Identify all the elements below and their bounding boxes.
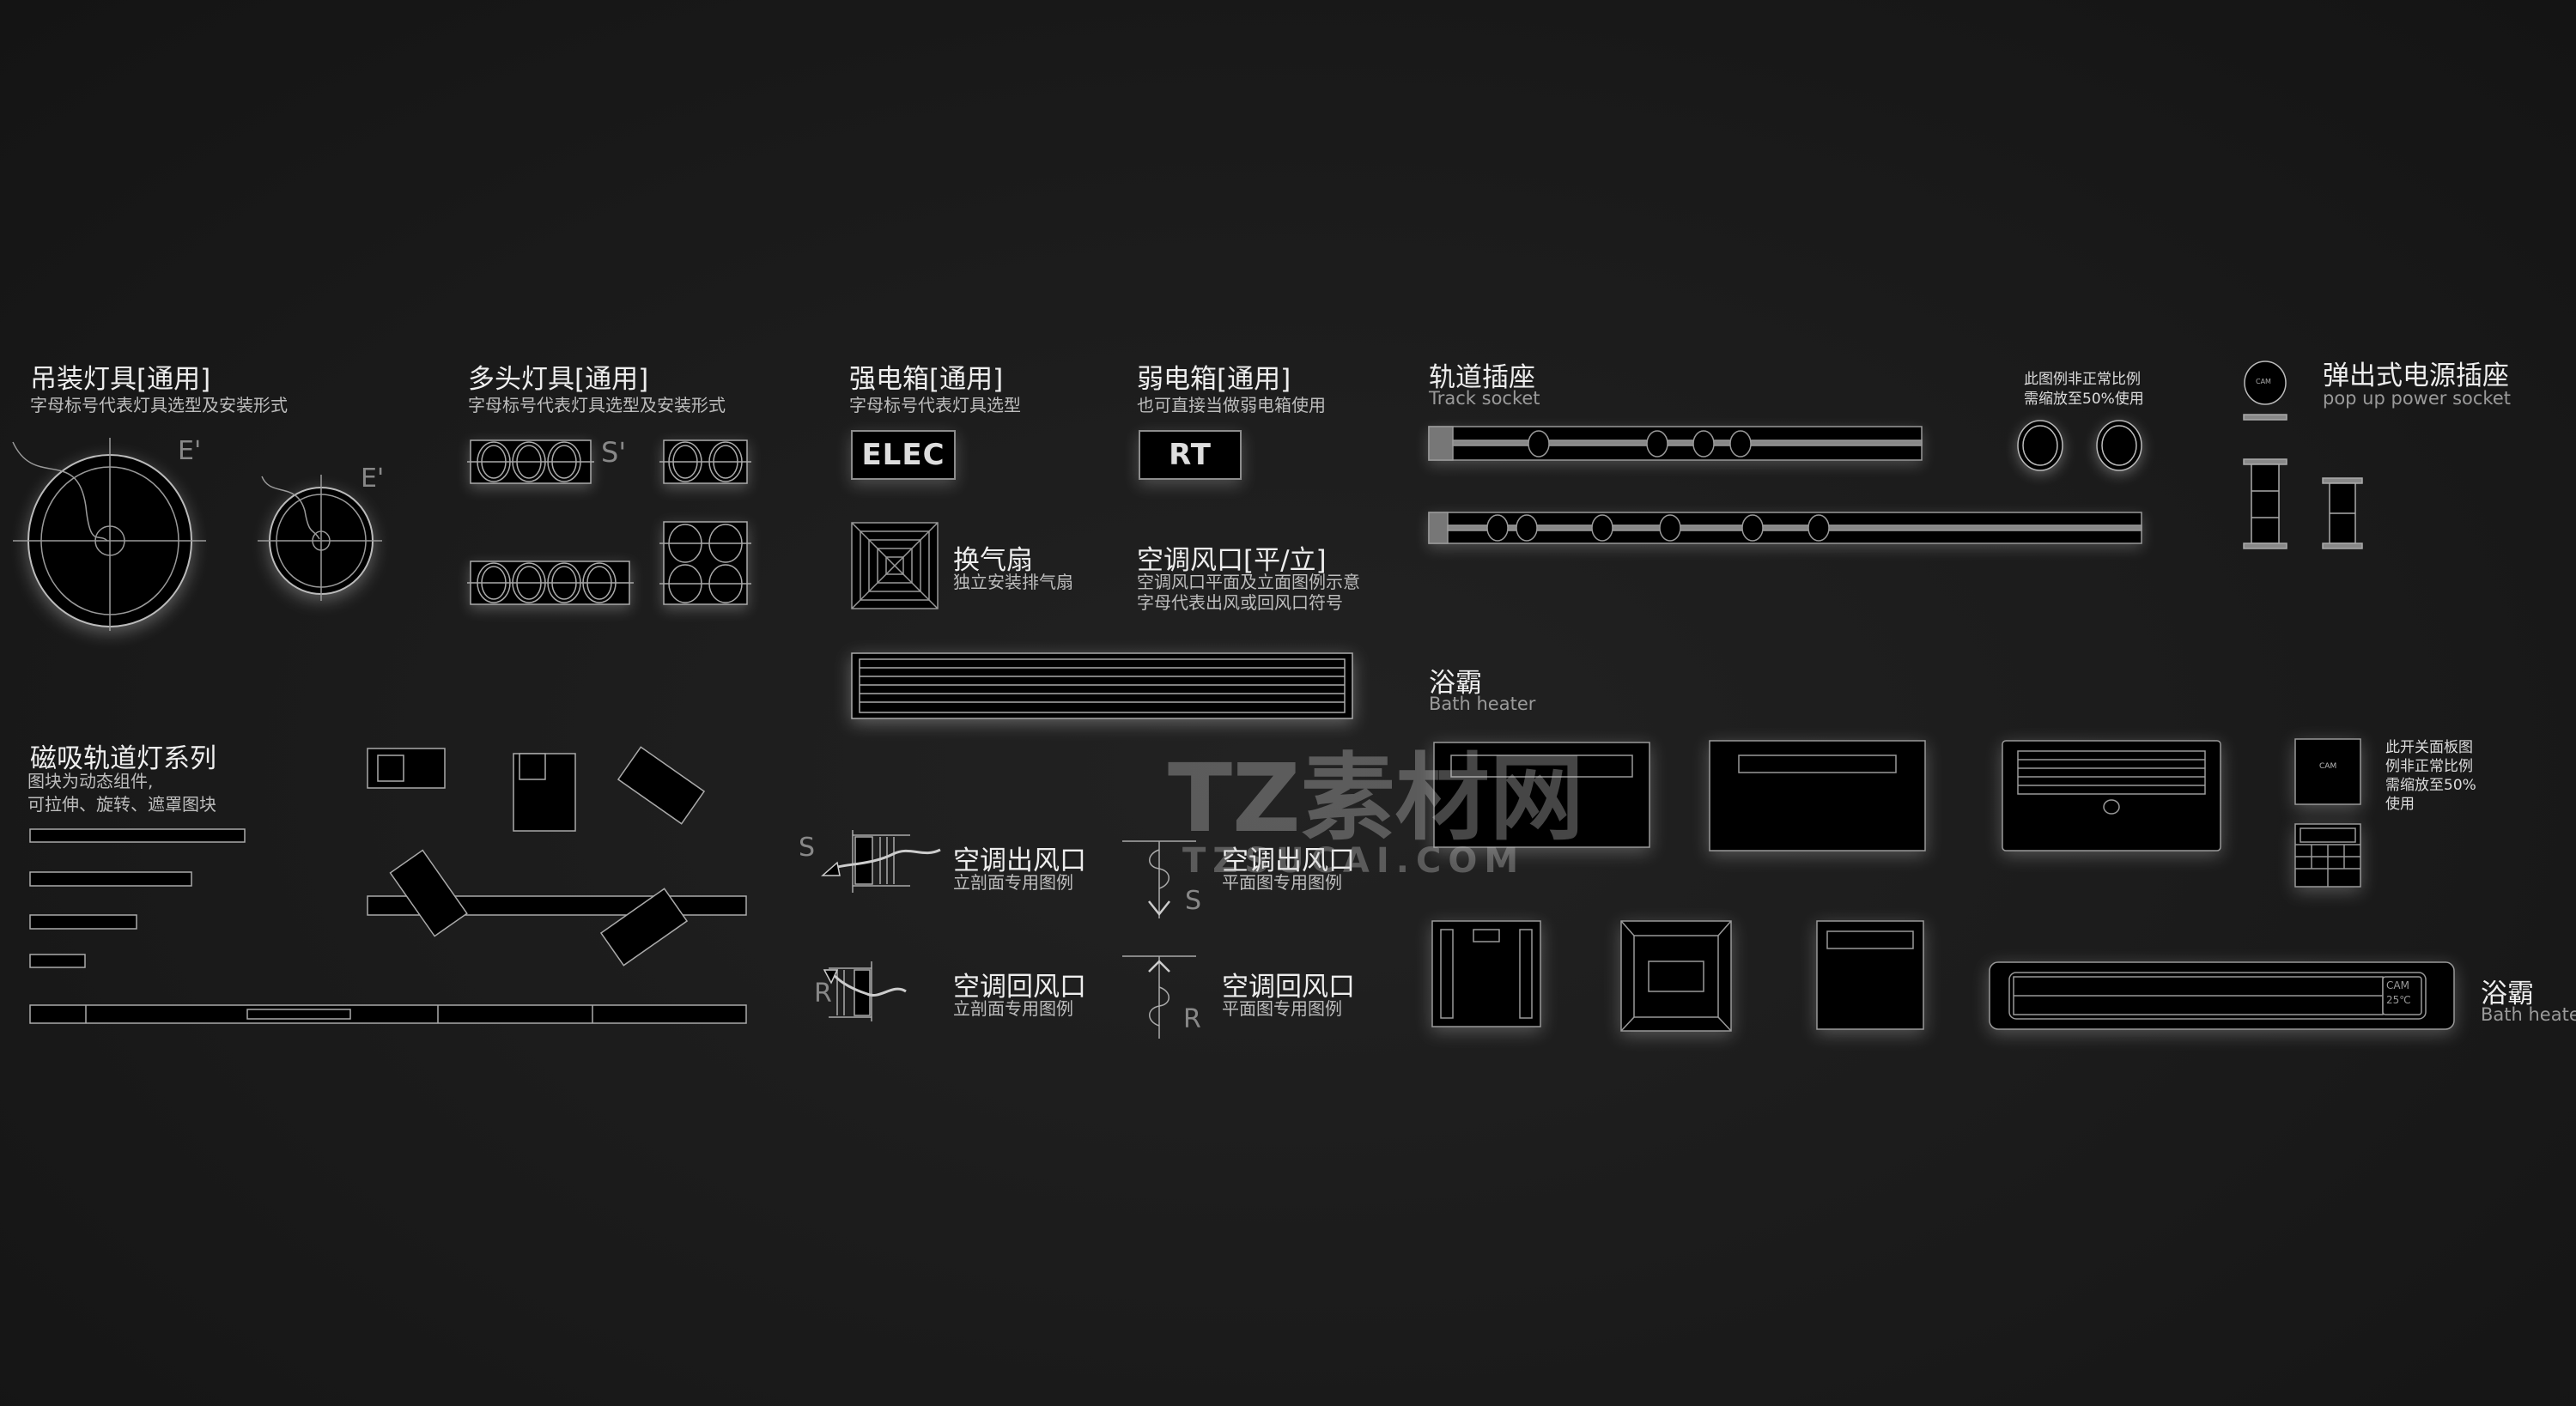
track-socket-subtitle: Track socket xyxy=(1429,388,1540,409)
track-spotlight-icon xyxy=(618,747,704,823)
track-grid-light-icon xyxy=(30,915,137,929)
linear-grille-icon xyxy=(851,652,1353,719)
magnetic-track-title: 磁吸轨道灯系列 xyxy=(30,743,216,774)
ac-supply-plan-title: 空调出风口 xyxy=(1222,845,1355,876)
pendant-light-subtitle: 字母标号代表灯具选型及安装形式 xyxy=(30,395,288,415)
bath-heater-top-title: 浴霸 xyxy=(1429,668,1482,699)
multi-head-light-subtitle: 字母标号代表灯具选型及安装形式 xyxy=(468,395,726,415)
ac-supply-elev-subtitle: 立剖面专用图例 xyxy=(953,872,1073,893)
pendant-light-title: 吊装灯具[通用] xyxy=(30,364,211,395)
track-socket-long-icon xyxy=(1429,512,2142,543)
return-mark: R xyxy=(814,979,832,1009)
ac-supply-elev-title: 空调出风口 xyxy=(953,845,1086,876)
switch-note-1: 此开关面板图 xyxy=(2385,739,2473,756)
multi-head-light-title: 多头灯具[通用] xyxy=(468,364,649,395)
magnetic-track-subtitle-1: 图块为动态组件, xyxy=(27,771,154,791)
quad-grid-light-icon xyxy=(659,522,751,604)
pendant-mark-large: E' xyxy=(178,436,202,466)
ac-supply-plan-subtitle: 平面图专用图例 xyxy=(1222,872,1342,893)
track-bar-icon xyxy=(30,872,191,886)
track-socket-title: 轨道插座 xyxy=(1429,362,1535,393)
popup-socket-icon xyxy=(2244,361,2362,548)
exhaust-fan-subtitle: 独立安装排气扇 xyxy=(953,572,1073,592)
pendant-light-small-icon xyxy=(258,475,382,601)
track-grid-light-icon xyxy=(30,955,85,967)
ac-return-plan-subtitle: 平面图专用图例 xyxy=(1222,998,1342,1019)
socket-note-2: 需缩放至50%使用 xyxy=(2024,391,2144,408)
multi-head-mark: S' xyxy=(601,436,627,469)
strong-box-title: 强电箱[通用] xyxy=(849,364,1004,395)
ac-return-elevation-icon xyxy=(824,961,906,1021)
bath-heater-bottom-subtitle: Bath heater xyxy=(2481,1004,2576,1025)
exhaust-fan-icon xyxy=(851,522,939,609)
pendant-light-large-icon xyxy=(13,438,206,631)
ac-supply-plan-icon xyxy=(1122,841,1196,918)
supply-plan-mark: S xyxy=(1185,886,1202,916)
track-socket-short-icon xyxy=(1429,427,1922,460)
bath-heater-bottom-title: 浴霸 xyxy=(2481,979,2534,1009)
switch-note-3: 需缩放至50% xyxy=(2385,777,2476,794)
popup-socket-title: 弹出式电源插座 xyxy=(2323,361,2509,391)
ac-supply-elevation-icon xyxy=(823,830,940,893)
switch-note-4: 使用 xyxy=(2385,796,2415,813)
exhaust-fan-title: 换气扇 xyxy=(953,545,1033,576)
socket-note-1: 此图例非正常比例 xyxy=(2024,371,2141,388)
quad-row-light-icon xyxy=(467,561,634,604)
supply-mark: S xyxy=(799,833,816,863)
watermark-brand: TZ素材网 xyxy=(1168,743,1584,853)
switch-note-2: 例非正常比例 xyxy=(2385,758,2473,775)
return-plan-mark: R xyxy=(1183,1004,1201,1034)
bath-heater-top-subtitle: Bath heater xyxy=(1429,694,1536,714)
pendant-mark-small: E' xyxy=(361,464,385,494)
rt-box-icon: RT xyxy=(1139,430,1242,480)
track-bar-icon xyxy=(30,829,245,842)
popup-cap-label: CAM xyxy=(2256,378,2271,385)
ac-return-plan-title: 空调回风口 xyxy=(1222,972,1355,1003)
strong-box-subtitle: 字母标号代表灯具选型 xyxy=(849,395,1021,415)
heater-display-2: 25℃ xyxy=(2386,994,2411,1006)
popup-socket-subtitle: pop up power socket xyxy=(2323,388,2511,409)
long-track-icon xyxy=(30,1005,746,1023)
elec-box-icon: ELEC xyxy=(851,430,956,480)
switch-panel-cam: CAM xyxy=(2319,762,2337,771)
weak-box-title: 弱电箱[通用] xyxy=(1137,364,1291,395)
double-head-light-icon xyxy=(659,440,751,483)
weak-box-subtitle: 也可直接当做弱电箱使用 xyxy=(1137,395,1326,415)
switch-panel-icon xyxy=(2295,739,2360,804)
ac-vent-title: 空调风口[平/立] xyxy=(1137,545,1327,576)
ac-return-elev-title: 空调回风口 xyxy=(953,972,1086,1003)
magnetic-track-subtitle-2: 可拉伸、旋转、遮罩图块 xyxy=(27,794,216,815)
ac-vent-subtitle-2: 字母代表出风或回风口符号 xyxy=(1137,592,1343,613)
watermark-domain: TZSUCAI.COM xyxy=(1182,841,1526,881)
triple-head-light-icon xyxy=(467,440,594,483)
ac-vent-subtitle-1: 空调风口平面及立面图例示意 xyxy=(1137,572,1360,592)
ac-return-elev-subtitle: 立剖面专用图例 xyxy=(953,998,1073,1019)
heater-display-1: CAM xyxy=(2386,979,2409,991)
ac-return-plan-icon xyxy=(1122,956,1196,1039)
